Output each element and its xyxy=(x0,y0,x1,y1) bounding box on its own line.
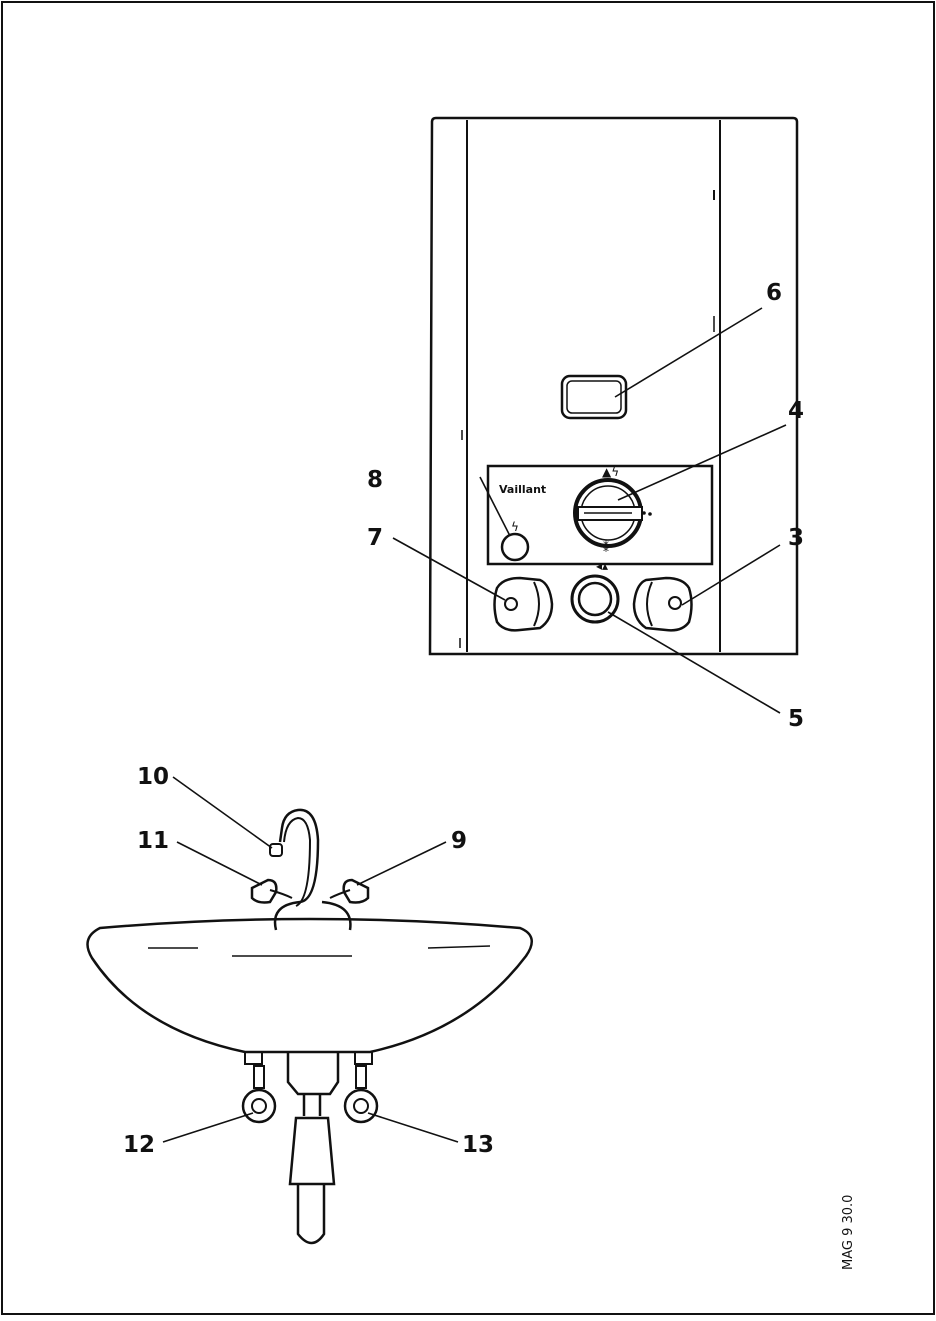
callout-7: 7 xyxy=(367,525,383,551)
svg-text:▲ϟ: ▲ϟ xyxy=(602,465,619,479)
left-connector-knob[interactable] xyxy=(493,576,554,632)
callout-13: 13 xyxy=(462,1132,494,1158)
sink xyxy=(86,808,533,1245)
callout-8: 8 xyxy=(367,467,383,493)
svg-text:ϟ: ϟ xyxy=(511,520,519,534)
svg-text:◂▴: ◂▴ xyxy=(596,559,608,573)
brand-logo: Vaillant xyxy=(499,483,546,496)
lightning-icon[interactable]: ϟ xyxy=(500,520,530,562)
callout-10: 10 xyxy=(137,764,169,790)
sight-window xyxy=(560,374,628,420)
callout-9: 9 xyxy=(451,828,467,854)
control-panel xyxy=(486,464,714,566)
right-tap-handle[interactable] xyxy=(329,878,370,904)
right-shutoff-valve[interactable] xyxy=(343,1065,379,1124)
callout-11: 11 xyxy=(137,828,169,854)
faucet-icon[interactable] xyxy=(269,808,352,931)
callout-4: 4 xyxy=(788,398,804,424)
callout-5: 6 xyxy=(766,280,782,306)
figure-reference: MAG 9 30.0 xyxy=(841,1195,856,1270)
left-shutoff-valve[interactable] xyxy=(241,1065,277,1124)
svg-text:⁑: ⁑ xyxy=(603,540,609,555)
callout-12: 12 xyxy=(123,1132,155,1158)
temperature-dial-icon[interactable]: ▲ϟ ⁑ ◂▴ xyxy=(573,465,652,573)
right-connector-knob[interactable] xyxy=(632,576,693,632)
left-tap-handle[interactable] xyxy=(250,878,293,904)
heater-casing xyxy=(428,116,799,656)
water-heater: ▲ϟ ⁑ ◂▴ ϟ xyxy=(428,116,799,656)
leader-lines xyxy=(162,307,787,1143)
drain-trap xyxy=(286,1052,340,1245)
center-knob[interactable] xyxy=(570,574,620,624)
sink-basin xyxy=(86,917,533,1054)
callout-3: 3 xyxy=(788,525,804,551)
callout-6: 5 xyxy=(788,706,804,732)
